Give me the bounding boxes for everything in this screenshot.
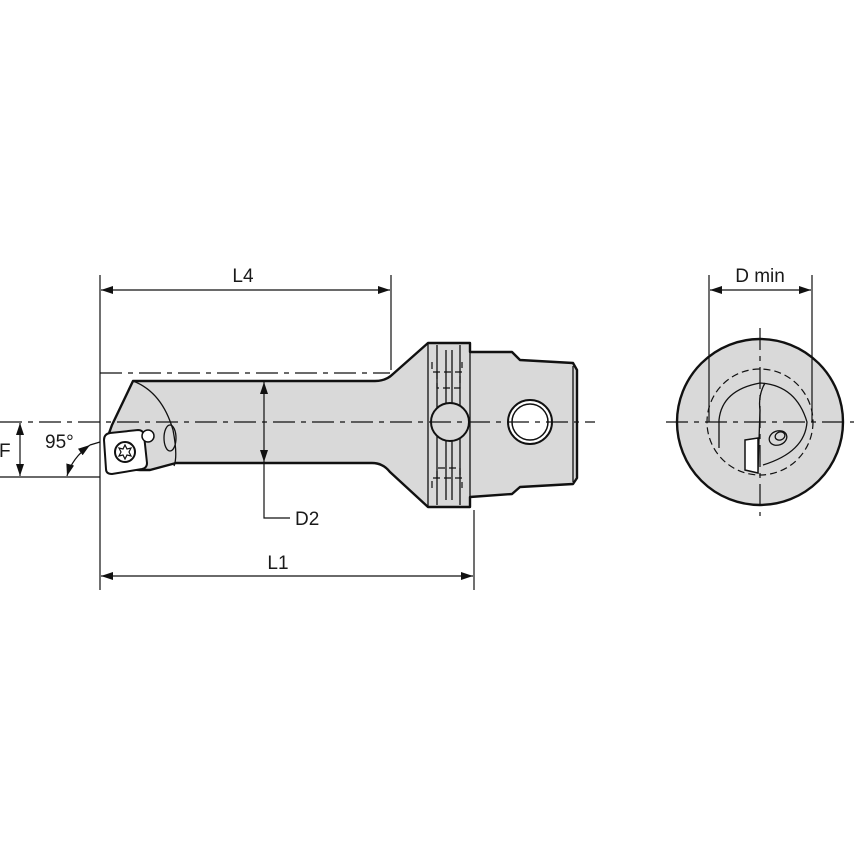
d2-leader — [263, 462, 290, 519]
angle-leader — [89, 441, 101, 446]
side-view: L4 L1 — [0, 266, 595, 590]
d2-label: D2 — [295, 509, 319, 530]
l4-label: L4 — [232, 266, 254, 287]
angle-label: 95° — [45, 432, 74, 453]
coolant-hole — [163, 424, 177, 452]
l1-label: L1 — [267, 553, 288, 574]
end-view: D min — [666, 266, 854, 516]
d-min-label: D min — [735, 266, 785, 287]
insert-pin — [141, 429, 155, 443]
hidden-screw-bottom — [431, 467, 463, 488]
hidden-screw-top — [431, 362, 463, 389]
f-label: F — [0, 441, 11, 462]
tool-body — [106, 341, 579, 509]
end-view-screw-inner — [774, 431, 786, 441]
end-view-insert — [744, 437, 759, 474]
head-curve — [132, 380, 177, 467]
angle-arc — [66, 444, 91, 477]
end-view-head-profile — [718, 382, 808, 466]
end-view-screw-outer — [768, 430, 788, 446]
torx-star-icon — [117, 443, 133, 461]
